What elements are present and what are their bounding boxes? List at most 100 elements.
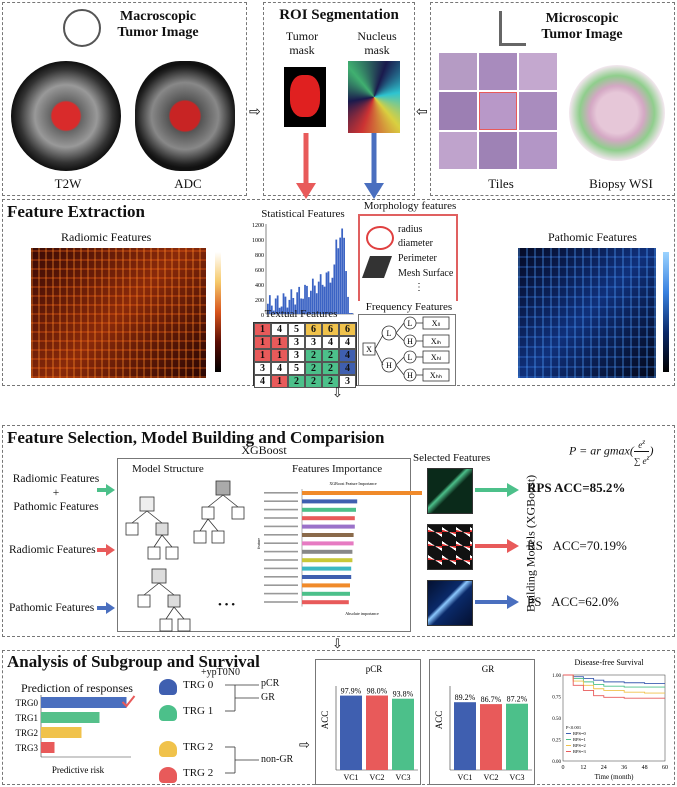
freq-hh-node: H	[407, 371, 413, 380]
microscope-icon	[499, 11, 526, 46]
stat-bar	[290, 289, 293, 314]
morph-item-diameter: diameter	[398, 238, 433, 249]
fi-feature-label	[264, 576, 298, 578]
chart-category-label: VC1	[457, 773, 472, 782]
dfs-xtick: 36	[621, 765, 627, 771]
stat-bar	[329, 282, 332, 314]
stat-bar	[296, 292, 299, 314]
stat-bar	[288, 299, 291, 314]
texture-cell: 2	[305, 375, 322, 388]
result-ps: PS ACC=62.0%	[527, 594, 619, 609]
dfs-legend-entry: P<0.001	[566, 725, 581, 730]
tumor-mask-image	[284, 67, 326, 127]
stat-bar	[302, 298, 304, 314]
dfs-frame	[562, 674, 666, 762]
stat-bar	[345, 271, 347, 314]
selected-matrix-p	[427, 580, 473, 626]
dfs-xlabel: Time (month)	[595, 773, 634, 781]
fi-feature-label	[264, 508, 298, 511]
dfs-xtick: 48	[642, 765, 648, 771]
arrow-to-bars: ⇨	[299, 737, 310, 752]
xgboost-box: XGBoost Model Structure • • •	[117, 443, 422, 632]
trg-label: TRG2	[16, 728, 39, 738]
stat-bar	[333, 264, 336, 314]
fi-bar	[302, 591, 350, 596]
dfs-xtick: 12	[580, 765, 586, 771]
person-icon-trg2b	[159, 767, 177, 783]
roi-arrows	[296, 133, 384, 199]
analysis-title: Analysis of Subgroup and Survival	[7, 652, 260, 671]
model-structure-label: Model Structure	[132, 463, 204, 475]
fi-bar	[302, 491, 422, 495]
feature-extraction-title: Feature Extraction	[7, 202, 146, 221]
fi-bar	[302, 575, 352, 579]
fi-feature-label	[264, 559, 298, 561]
input-rp: Radiomic Features+Pathomic Features	[12, 473, 100, 513]
grouping-brackets	[225, 684, 259, 774]
trg-bar	[41, 727, 82, 738]
input-arrows	[97, 484, 115, 614]
arrow-micro-to-roi: ⇦	[416, 105, 428, 120]
dfs-title: Disease-free Survival	[574, 658, 644, 667]
frequency-tree: X L H L H L H Xₗₗ Xₗₕ Xₕₗ Xₕₕ	[362, 316, 450, 382]
stat-bar	[341, 228, 344, 314]
stat-bar	[317, 281, 320, 314]
nucleus-mask-image	[348, 61, 400, 133]
dfs-legend-entry: RPS=0	[573, 731, 587, 736]
biopsy-wsi-image	[569, 65, 665, 161]
person-icon-trg0	[159, 679, 177, 695]
texture-cell: 3	[339, 375, 356, 388]
morph-item-perimeter: Perimeter	[398, 253, 437, 264]
scanner-icon	[63, 9, 101, 47]
fi-bar	[302, 583, 350, 588]
stat-bar	[337, 248, 340, 314]
morph-item-radius: radius	[398, 224, 423, 235]
texture-cell: 4	[254, 375, 271, 388]
texture-cell: 4	[339, 362, 356, 375]
result-rps: RPS ACC=85.2%	[527, 480, 626, 495]
nongr-label: non-GR	[261, 754, 294, 765]
output-arrows	[475, 483, 519, 609]
chart-category-label: VC3	[395, 773, 410, 782]
trg-label: TRG3	[16, 743, 39, 753]
person-icon-trg2a	[159, 741, 177, 757]
chart-category-label: VC1	[343, 773, 358, 782]
stat-ytick: 0	[261, 313, 264, 319]
survival-line-chart: Disease-free Survival1.000.750.500.250.0…	[552, 658, 668, 781]
dfs-ytick: 0.75	[552, 696, 561, 701]
texture-cell: 3	[305, 336, 322, 349]
texture-cell: 2	[322, 375, 339, 388]
chart-value-label: 97.9%	[341, 687, 362, 696]
stat-bar	[304, 284, 306, 314]
chart-value-label: 89.2%	[455, 693, 476, 702]
input-p: Pathomic Features	[9, 602, 95, 614]
prediction-label: Prediction of responses	[21, 681, 133, 695]
check-icon	[121, 695, 136, 708]
texture-cell: 2	[288, 375, 305, 388]
selected-matrix-r	[427, 524, 473, 570]
freq-hl: Xₕₗ	[431, 353, 441, 362]
texture-cell: 1	[271, 336, 288, 349]
dfs-ytick: 0.25	[552, 739, 561, 744]
freq-l: L	[387, 329, 392, 338]
stat-bar	[339, 237, 342, 314]
stat-ytick: 1200	[252, 223, 264, 229]
freq-hh: Xₕₕ	[430, 371, 442, 380]
roi-title: ROI Segmentation	[279, 7, 399, 23]
stat-bar	[313, 285, 316, 314]
stat-ytick: 800	[255, 253, 264, 259]
texture-cell: 1	[254, 336, 271, 349]
fi-bar	[302, 549, 353, 554]
softmax-formula: P = ar gmax(ez∑ ez)	[569, 437, 654, 466]
texture-cell: 2	[322, 362, 339, 375]
ypt0n0-label: +ypT0N0	[201, 667, 240, 678]
feature-selection-panel: Feature Selection, Model Building and Co…	[2, 425, 675, 637]
fi-feature-label	[264, 592, 298, 595]
selected-matrix-rp	[427, 468, 473, 514]
radiomic-colorbar	[215, 252, 221, 372]
t2w-label: T2W	[54, 176, 82, 191]
